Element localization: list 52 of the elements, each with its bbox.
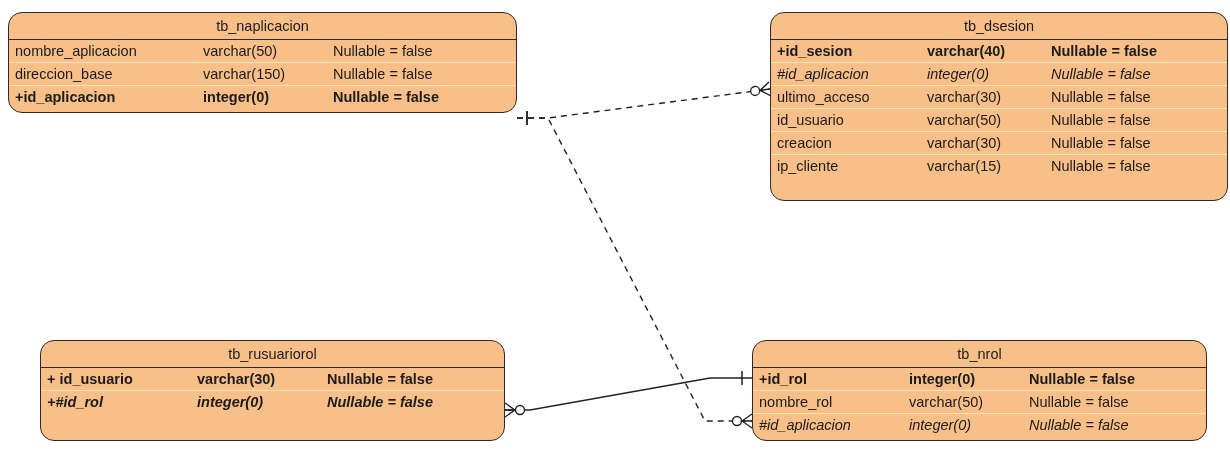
- column-name: +id_sesion: [777, 43, 853, 59]
- nullable-constraint: Nullable = false: [327, 371, 433, 387]
- column-name: id_usuario: [777, 112, 844, 128]
- entity-table: [752, 340, 1207, 441]
- nullable-constraint: Nullable = false: [1029, 371, 1135, 387]
- data-type: integer(0): [197, 394, 264, 410]
- nullable-constraint: Nullable = false: [1051, 112, 1151, 128]
- data-type: integer(0): [203, 89, 270, 105]
- table-name: tb_naplicacion: [216, 17, 309, 36]
- entity-table: [40, 340, 505, 441]
- nullable-constraint: Nullable = false: [1029, 394, 1129, 410]
- nullable-constraint: Nullable = false: [333, 66, 433, 82]
- column-name: +#id_rol: [47, 394, 103, 410]
- data-type: varchar(30): [927, 135, 1002, 151]
- column-name: +id_aplicacion: [15, 89, 116, 105]
- column-name: creacion: [777, 135, 832, 151]
- nullable-constraint: Nullable = false: [1029, 417, 1129, 433]
- table-name: tb_dsesion: [963, 17, 1035, 36]
- column-name: #id_aplicacion: [759, 417, 851, 433]
- data-type: varchar(150): [203, 66, 286, 82]
- nullable-constraint: Nullable = false: [1051, 43, 1157, 59]
- relationship-line: [516, 110, 753, 429]
- data-type: varchar(50): [927, 112, 1002, 128]
- table-name: tb_nrol: [957, 345, 1002, 364]
- relationship-line: [504, 370, 753, 418]
- table-name: tb_rusuariorol: [228, 345, 317, 364]
- column-name: ip_cliente: [777, 158, 839, 174]
- nullable-constraint: Nullable = false: [327, 394, 433, 410]
- nullable-constraint: Nullable = false: [333, 43, 433, 59]
- nullable-constraint: Nullable = false: [1051, 66, 1151, 82]
- column-name: nombre_aplicacion: [15, 43, 137, 59]
- entity-table: [8, 12, 517, 113]
- data-type: varchar(50): [203, 43, 278, 59]
- nullable-constraint: Nullable = false: [1051, 135, 1151, 151]
- column-name: +id_rol: [759, 371, 807, 387]
- nullable-constraint: Nullable = false: [333, 89, 439, 105]
- column-name: #id_aplicacion: [777, 66, 869, 82]
- nullable-constraint: Nullable = false: [1051, 158, 1151, 174]
- data-type: varchar(30): [197, 371, 276, 387]
- data-type: varchar(50): [909, 394, 984, 410]
- data-type: integer(0): [927, 66, 990, 82]
- data-type: varchar(30): [927, 89, 1002, 105]
- data-type: integer(0): [909, 417, 972, 433]
- data-type: integer(0): [909, 371, 976, 387]
- column-name: nombre_rol: [759, 394, 833, 410]
- data-type: varchar(40): [927, 43, 1006, 59]
- column-name: direccion_base: [15, 66, 113, 82]
- entity-table: [770, 12, 1228, 201]
- data-type: varchar(15): [927, 158, 1002, 174]
- column-name: + id_usuario: [47, 371, 133, 387]
- nullable-constraint: Nullable = false: [1051, 89, 1151, 105]
- column-name: ultimo_acceso: [777, 89, 870, 105]
